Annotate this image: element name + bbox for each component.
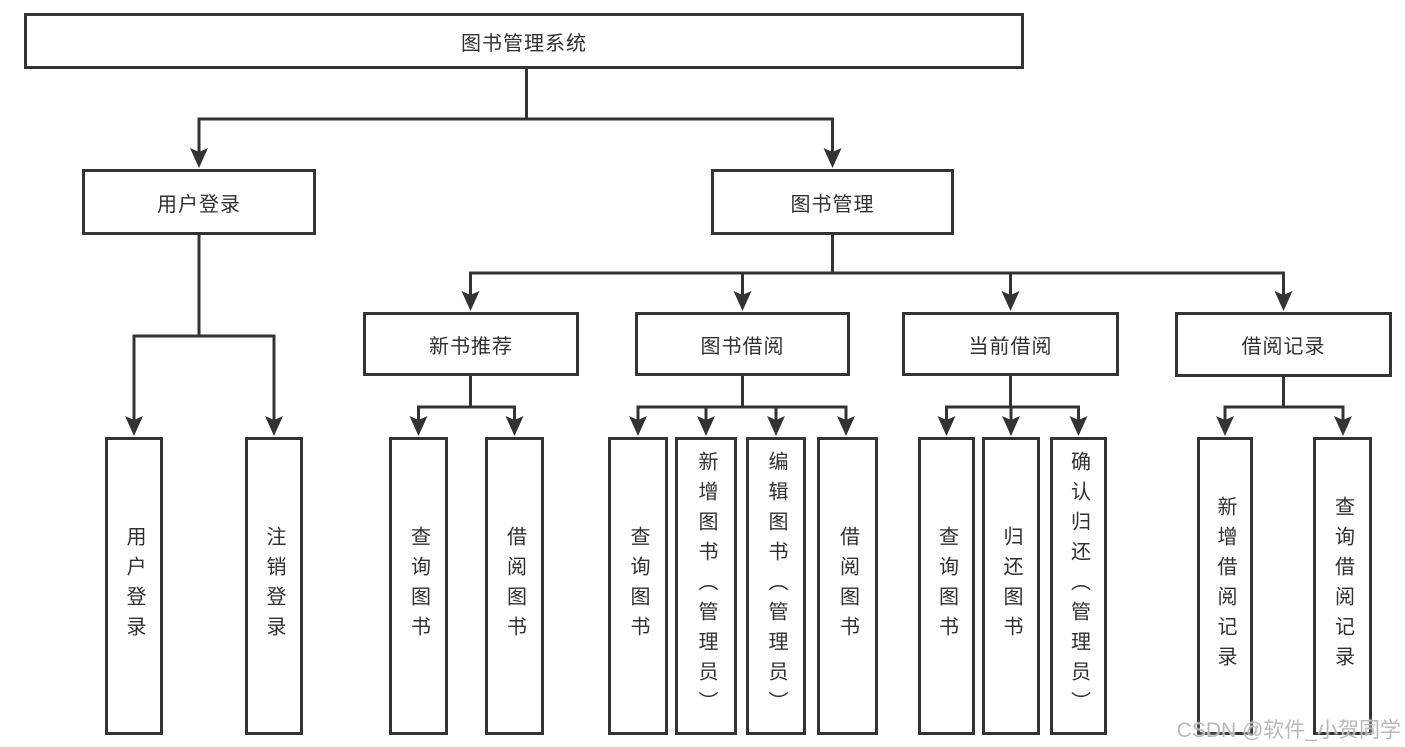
node-leaf-user-login: 用户登录 (105, 437, 163, 735)
node-book-borrow: 图书借阅 (635, 312, 850, 376)
node-leaf-logout: 注销登录 (245, 437, 303, 735)
node-leaf-add-book-admin: 新增图书（管理员） (675, 437, 737, 735)
node-new-book-recommend: 新书推荐 (363, 312, 579, 376)
node-leaf-query-borrow-record: 查询借阅记录 (1313, 437, 1372, 735)
node-leaf-query-book-3: 查询图书 (918, 437, 975, 735)
node-leaf-borrow-book-2: 借阅图书 (817, 437, 878, 735)
node-leaf-borrow-book-1: 借阅图书 (485, 437, 544, 735)
node-user-login: 用户登录 (82, 169, 316, 235)
node-leaf-add-borrow-record: 新增借阅记录 (1197, 437, 1253, 735)
node-leaf-return-book: 归还图书 (982, 437, 1040, 735)
node-borrow-record: 借阅记录 (1175, 312, 1392, 377)
node-book-management: 图书管理 (711, 169, 954, 235)
node-leaf-query-book-2: 查询图书 (608, 437, 668, 735)
node-system-root: 图书管理系统 (24, 13, 1024, 69)
node-leaf-query-book-1: 查询图书 (389, 437, 448, 735)
node-current-borrow: 当前借阅 (902, 312, 1119, 376)
arrowheads (125, 148, 1352, 436)
node-leaf-confirm-return-admin: 确认归还（管理员） (1050, 437, 1107, 735)
node-leaf-edit-book-admin: 编辑图书（管理员） (746, 437, 806, 735)
csdn-watermark: CSDN @软件_小贺同学 (1176, 719, 1401, 742)
